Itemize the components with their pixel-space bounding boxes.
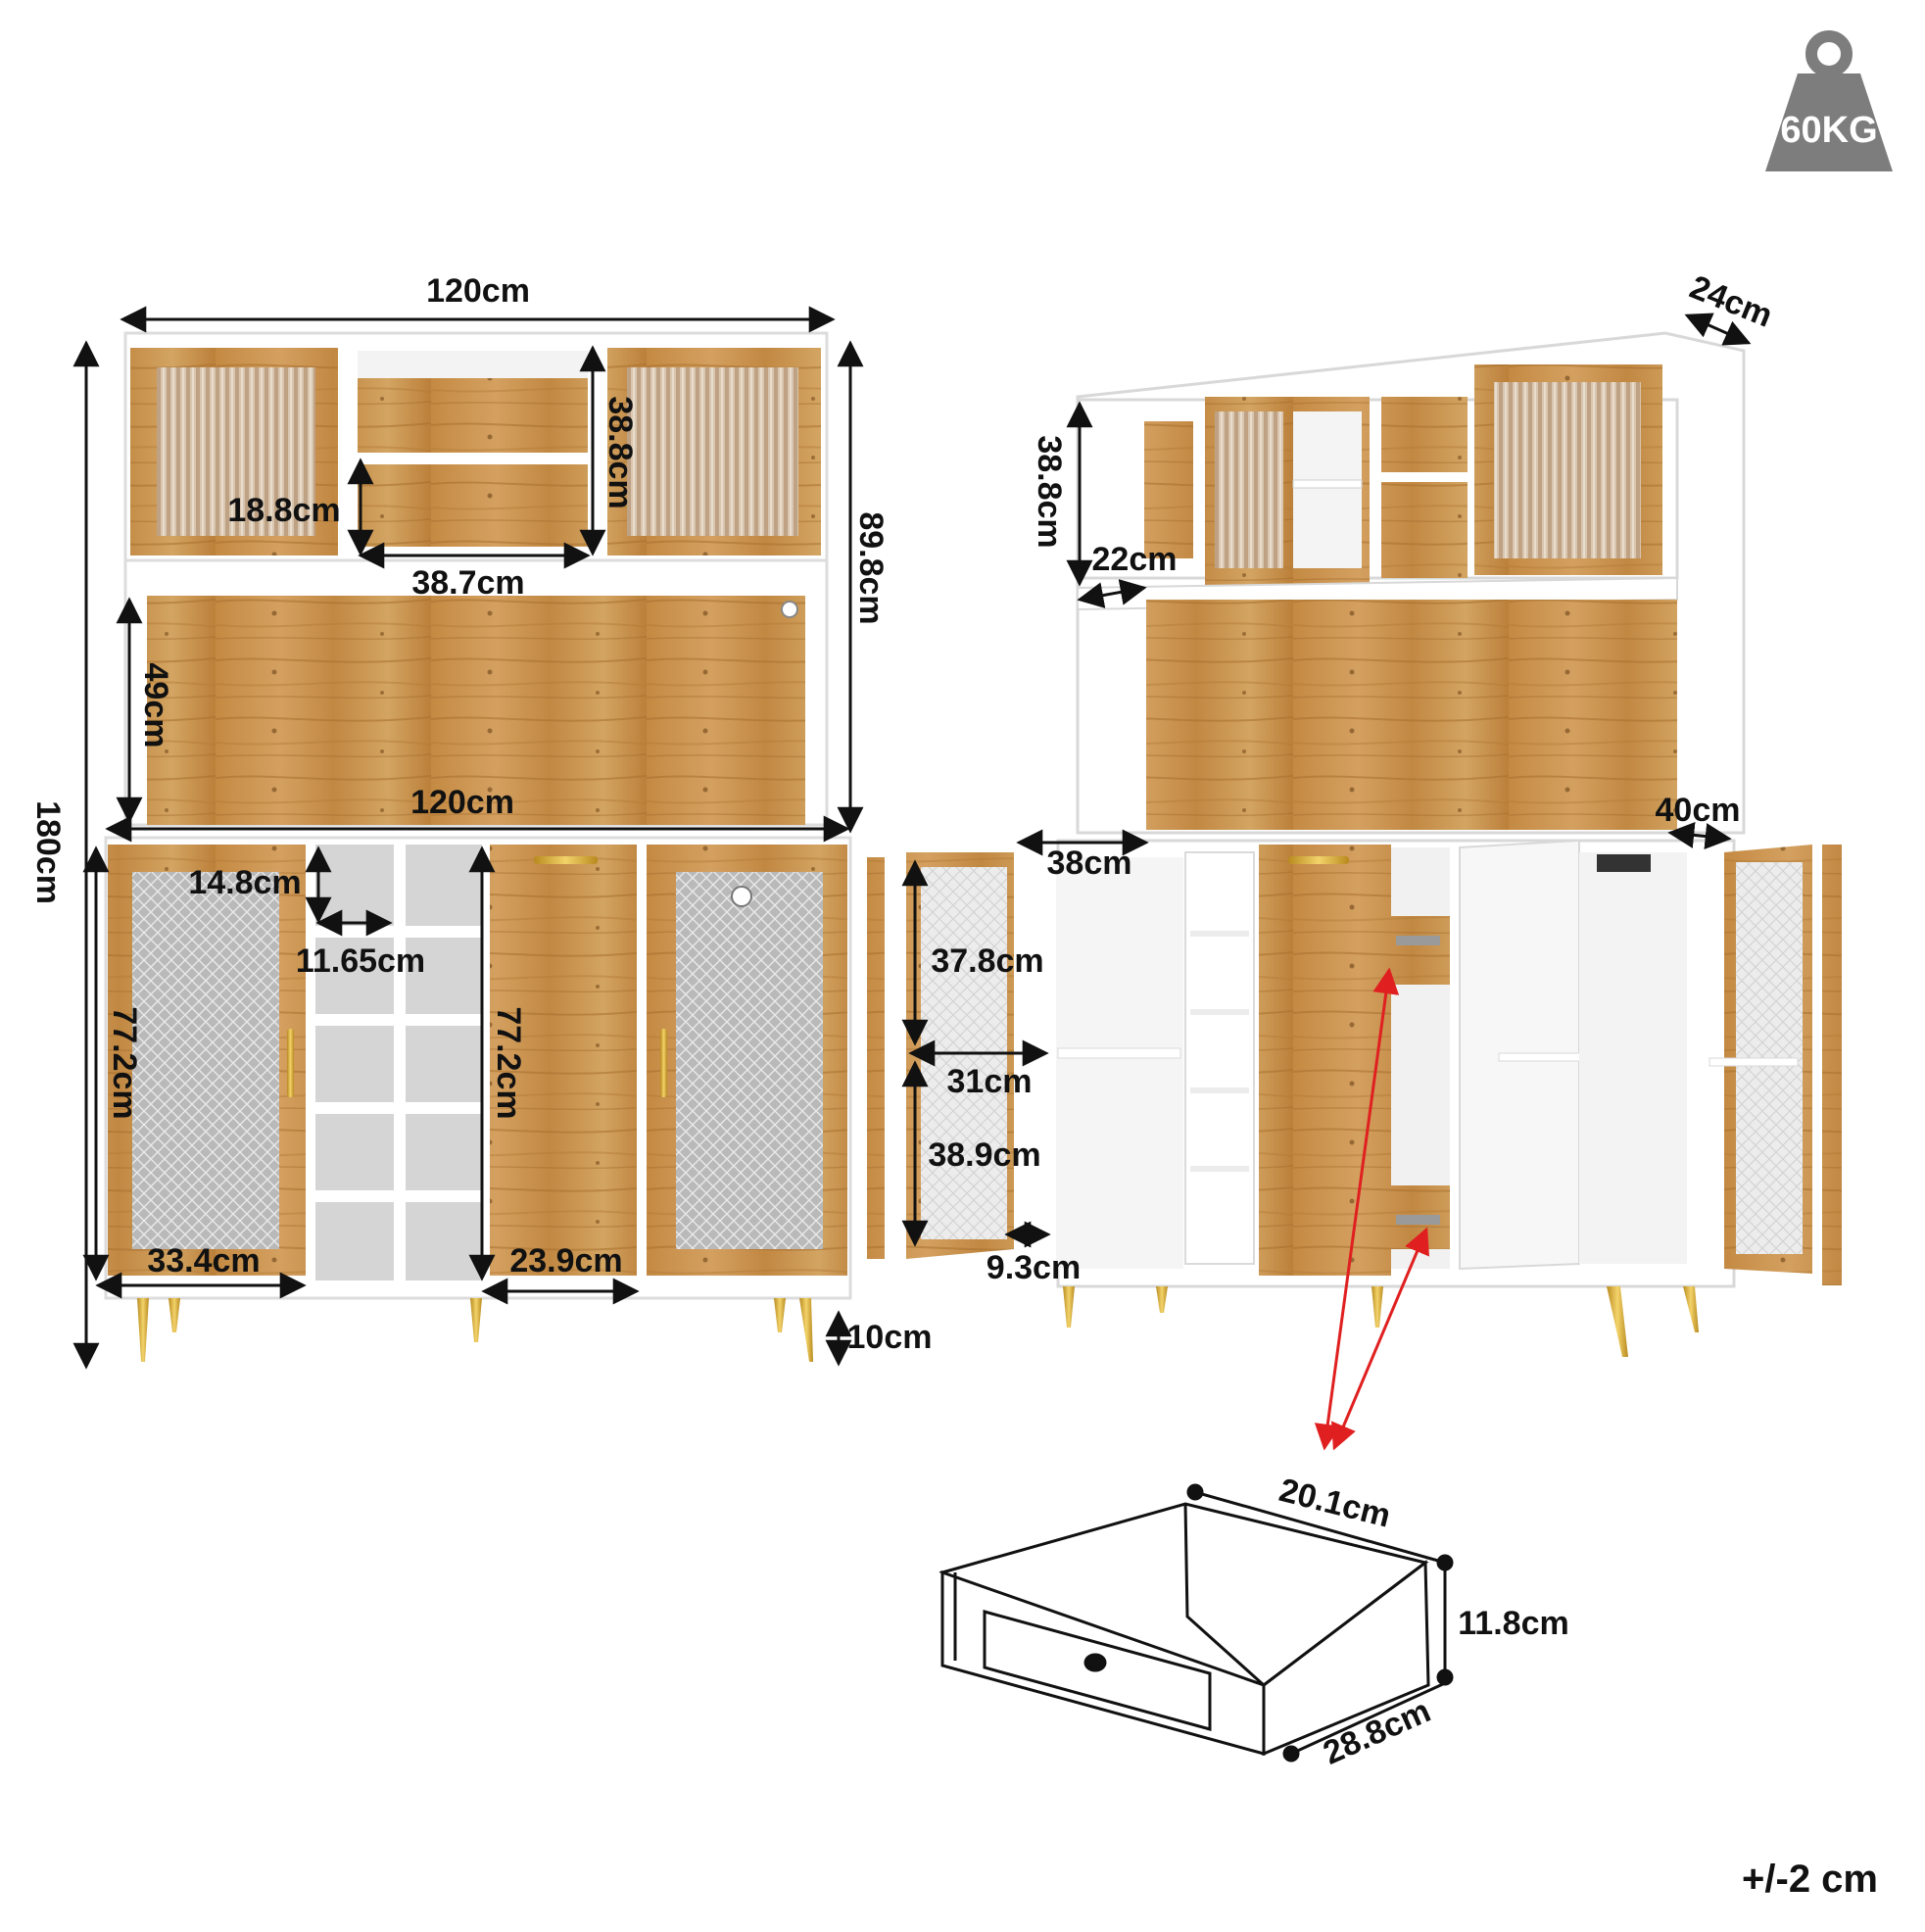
tolerance-note: +/-2 cm	[1742, 1858, 1878, 1901]
open-view-cabinet	[867, 331, 1842, 1357]
left-door-height-label: 77.2cm	[106, 1006, 143, 1119]
cube-height-label: 14.8cm	[188, 864, 301, 901]
front-view-cabinet	[104, 331, 852, 1362]
hutch-cabinet-height-label: 38.8cm	[602, 396, 639, 508]
compartment-depth-label: 38cm	[1047, 845, 1132, 882]
drawer-callout-arrows	[1314, 967, 1430, 1451]
weight-label: 60KG	[1780, 110, 1877, 151]
front-dimension-labels: 120cm 180cm 89.8cm 38.8cm 18.8cm 38.7cm …	[29, 272, 932, 1356]
middle-door-width-label: 23.9cm	[509, 1242, 622, 1280]
total-width-label: 120cm	[426, 272, 530, 310]
side-dimension-labels: 24cm 38.8cm 22cm 40cm 38cm 37.8cm 31cm 3…	[928, 268, 1777, 1286]
hutch-shelf-height-label: 18.8cm	[227, 492, 340, 529]
rack-depth-label: 9.3cm	[987, 1249, 1081, 1286]
lower-compartment-height-label: 38.9cm	[928, 1136, 1040, 1174]
hutch-shelf-depth-label: 22cm	[1092, 541, 1178, 578]
hutch-height-label: 89.8cm	[852, 511, 890, 624]
compartment-width-label: 31cm	[947, 1063, 1033, 1100]
hutch-middle-width-label: 38.7cm	[411, 564, 524, 602]
drawer-height-label: 11.8cm	[1458, 1605, 1568, 1642]
drawer-dimension-lines	[1186, 1483, 1454, 1763]
side-hutch-height-label: 38.8cm	[1031, 435, 1068, 548]
left-door-width-label: 33.4cm	[147, 1242, 260, 1280]
upper-compartment-height-label: 37.8cm	[931, 942, 1043, 980]
open-shelf-height-label: 49cm	[137, 663, 174, 749]
front-dimension-lines	[72, 306, 864, 1370]
middle-door-height-label: 77.2cm	[490, 1006, 527, 1119]
drawer-width-label: 20.1cm	[1275, 1472, 1394, 1535]
base-depth-label: 40cm	[1656, 792, 1741, 829]
weight-icon: 60KG	[1765, 30, 1893, 171]
counter-width-label: 120cm	[410, 784, 514, 821]
drawer-illustration	[938, 1502, 1430, 1757]
total-height-label: 180cm	[29, 800, 67, 904]
hutch-depth-label: 24cm	[1685, 268, 1778, 335]
leg-height-label: 10cm	[847, 1319, 933, 1356]
side-dimension-lines	[901, 313, 1752, 1248]
cube-width-label: 11.65cm	[296, 942, 425, 980]
